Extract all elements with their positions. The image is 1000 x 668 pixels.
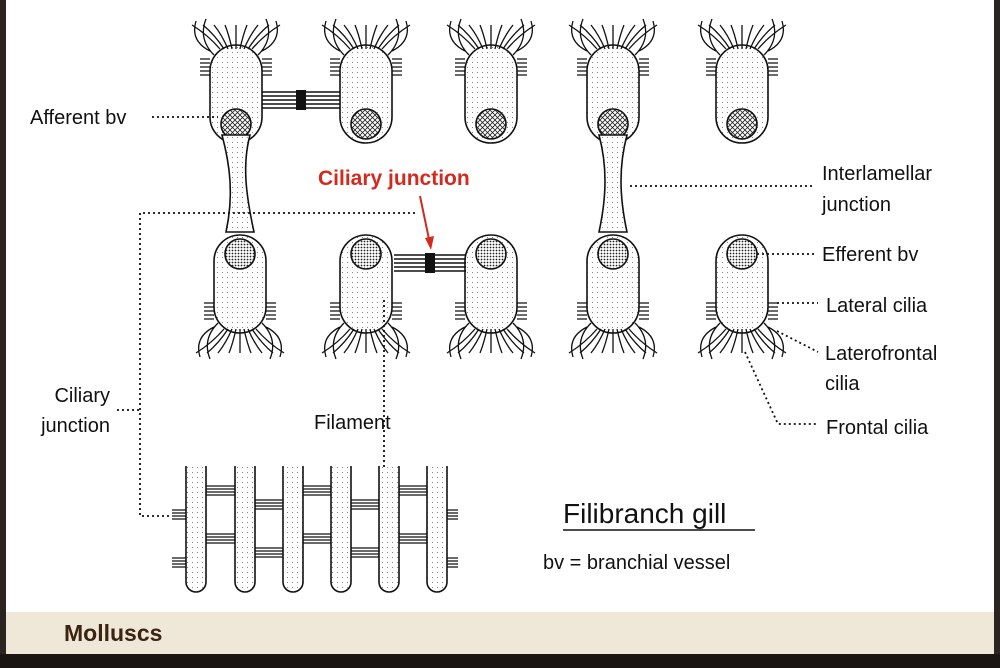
- label-lateral-cilia: Lateral cilia: [826, 295, 928, 317]
- vessel: [597, 238, 629, 270]
- grid-junction: [303, 533, 331, 544]
- label-ciliary-junction-red: Ciliary junction: [318, 167, 470, 190]
- grid-filament: [378, 466, 400, 593]
- vessel: [475, 108, 507, 140]
- lateral-cilia: [204, 302, 276, 320]
- lateral-cilia: [577, 58, 649, 76]
- grid-filament: [234, 466, 256, 593]
- grid-junction: [172, 557, 186, 568]
- grid-junction: [447, 557, 458, 568]
- grid-filament: [330, 466, 352, 593]
- label-laterofrontal-line1: Laterofrontal: [825, 343, 937, 365]
- label-filament: Filament: [314, 412, 391, 434]
- lateral-cilia: [455, 58, 527, 76]
- lateral-cilia: [330, 58, 402, 76]
- grid-filament: [282, 466, 304, 593]
- label-frontal-cilia: Frontal cilia: [826, 417, 929, 439]
- lateral-cilia: [577, 302, 649, 320]
- grid-junction: [206, 533, 235, 544]
- interlamellar-junction: [597, 134, 629, 233]
- label-interlamellar-line2: junction: [821, 194, 891, 216]
- label-ciliary-junction-left-line1: Ciliary: [54, 385, 110, 407]
- grid-junction: [255, 499, 283, 510]
- leader-line: [139, 212, 415, 517]
- frontal-cilia: [446, 322, 536, 360]
- label-interlamellar-line1: Interlamellar: [822, 163, 932, 185]
- frontal-cilia: [568, 18, 658, 56]
- bottom-bar: [0, 654, 1000, 668]
- lateral-cilia: [330, 302, 402, 320]
- filament-grid: [172, 466, 458, 593]
- grid-filament: [426, 466, 448, 593]
- frontal-cilia: [195, 322, 285, 360]
- filibranch-gill-diagram: Afferent bv Ciliary junction Interlamell…: [30, 18, 937, 593]
- vessel: [350, 238, 382, 270]
- label-efferent-bv: Efferent bv: [822, 244, 918, 266]
- frontal-cilia: [321, 322, 411, 360]
- grid-junction: [351, 499, 379, 510]
- vessel: [350, 108, 382, 140]
- footer-band: [6, 612, 994, 654]
- lateral-cilia: [200, 58, 272, 76]
- leader-line: [744, 351, 818, 425]
- grid-junction: [206, 485, 235, 496]
- grid-junction: [255, 547, 283, 558]
- lateral-cilia: [706, 302, 778, 320]
- ciliary-junction-knot: [425, 253, 435, 273]
- frontal-cilia: [321, 18, 411, 56]
- grid-junction: [399, 485, 427, 496]
- bottom-filament-row: [195, 234, 787, 360]
- ciliary-junction-knot: [296, 90, 306, 110]
- diagram-note: bv = branchial vessel: [543, 552, 730, 574]
- label-ciliary-junction-left-line2: junction: [40, 415, 110, 437]
- lateral-cilia: [455, 302, 527, 320]
- diagram-title: Filibranch gill: [563, 498, 726, 529]
- connectors: [220, 90, 629, 273]
- grid-junction: [399, 533, 427, 544]
- ciliary-junction-arrowhead: [425, 236, 434, 250]
- grid-junction: [351, 547, 379, 558]
- frontal-cilia: [697, 18, 787, 56]
- interlamellar-junction: [220, 134, 255, 233]
- leader-lines: [117, 116, 819, 517]
- frontal-cilia: [446, 18, 536, 56]
- frontal-cilia: [697, 322, 787, 360]
- ciliary-junction-arrow: [419, 195, 431, 245]
- label-laterofrontal-line2: cilia: [825, 373, 860, 395]
- label-afferent-bv: Afferent bv: [30, 107, 126, 129]
- vessel: [224, 238, 256, 270]
- lateral-cilia: [706, 58, 778, 76]
- frontal-cilia: [191, 18, 281, 56]
- vessel: [475, 238, 507, 270]
- top-filament-row: [191, 18, 787, 144]
- frontal-cilia: [568, 322, 658, 360]
- footer-title: Molluscs: [64, 620, 163, 646]
- vessel: [726, 238, 758, 270]
- vessel: [726, 108, 758, 140]
- grid-filament: [185, 466, 207, 593]
- grid-junction: [303, 485, 331, 496]
- grid-junction: [447, 509, 458, 520]
- grid-junction: [172, 509, 186, 520]
